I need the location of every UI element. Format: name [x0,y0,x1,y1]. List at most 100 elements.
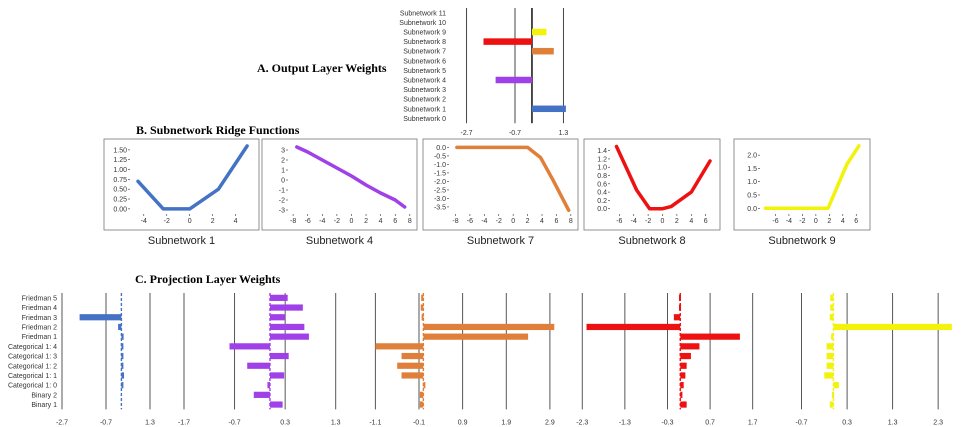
bar [423,323,555,331]
x-tick-label: -4 [141,218,147,225]
y-tick-label: 0.8 [597,173,607,180]
bar [121,333,124,340]
bar [121,372,125,379]
y-tick-label: 0.0 [747,206,757,213]
section-title-ridge-functions: B. Subnetwork Ridge Functions [136,123,300,137]
x-tick-label: 6 [554,218,558,225]
feature-label: Categorical 1: 1 [8,373,57,380]
y-tick-label: 0.5 [747,193,757,200]
projection-panel: -0.70.31.32.3Hidden Unit 9 [796,293,952,426]
ridge-caption: Subnetwork 1 [148,235,215,247]
bar [680,343,700,350]
x-tick-label: -2 [164,218,170,225]
category-label: Subnetwork 7 [403,49,446,56]
y-tick-label: 1.5 [747,166,757,173]
bar [121,343,124,350]
y-tick-label: 1.0 [597,165,607,172]
y-tick-label: 1 [281,168,285,175]
y-tick-label: 0 [281,178,285,185]
bar [829,314,834,321]
feature-label: Binary 2 [31,392,57,399]
bar [680,391,683,398]
bar [421,314,424,321]
y-tick-label: -3.5 [434,204,446,211]
bar [121,362,124,369]
bar [826,362,834,369]
series-line [614,144,712,211]
feature-label: Categorical 1: 3 [8,354,57,361]
x-tick-label: 1.3 [331,419,341,426]
bar [531,47,554,55]
category-label: Subnetwork 1 [403,106,446,113]
bar [495,76,532,84]
y-tick-label: -2.5 [434,187,446,194]
x-tick-label: -4 [481,218,487,225]
bar [375,343,424,350]
x-tick-label: 1.9 [501,419,511,426]
category-label: Subnetwork 2 [403,97,446,104]
bar [531,28,547,36]
x-tick-label: -4 [631,218,637,225]
ridge-caption: Subnetwork 9 [768,235,835,247]
y-tick-label: 1.00 [113,167,127,174]
x-tick-label: 4 [540,218,544,225]
bar [269,352,289,360]
y-tick-label: 1.50 [113,147,127,154]
bar [419,391,424,398]
x-tick-label: -8 [290,218,296,225]
y-tick-label: -2.0 [434,179,446,186]
y-tick-label: -1.0 [434,162,446,169]
y-tick-label: 0.4 [597,190,607,197]
series-line [455,145,571,213]
category-label: Subnetwork 10 [399,20,446,27]
bar [680,372,686,379]
bar [586,323,681,331]
y-tick-label: 0.50 [113,187,127,194]
x-tick-label: -6 [305,218,311,225]
bar [121,352,124,360]
x-tick-label: -2 [334,218,340,225]
y-tick-label: 0.0 [436,145,446,152]
category-label: Subnetwork 9 [403,30,446,37]
bar [421,294,424,301]
x-tick-label: -0.3 [661,419,673,426]
x-tick-label: -1.1 [369,419,381,426]
x-tick-label: -0.7 [100,419,112,426]
bar [833,382,839,389]
x-tick-label: 0 [511,218,515,225]
x-tick-label: 2 [827,218,831,225]
bar [680,362,687,369]
x-tick-label: 4 [234,218,238,225]
bar [401,352,424,360]
bar [121,382,124,389]
bar [423,382,426,389]
bar [673,314,681,321]
x-tick-label: -2.3 [576,419,588,426]
plot-frame [733,138,871,231]
feature-label: Friedman 5 [22,295,58,302]
x-tick-label: 0.9 [458,419,468,426]
bar [269,333,309,340]
x-tick-label: 0.3 [280,419,290,426]
y-tick-label: 1.25 [113,157,127,164]
bar [269,294,288,301]
bar [267,382,270,389]
bar [830,294,834,301]
bar [831,333,834,340]
x-tick-label: 2 [211,218,215,225]
bar [253,391,270,398]
feature-label: Friedman 4 [22,305,58,312]
x-tick-label: -0.1 [413,419,425,426]
bar [269,401,283,408]
x-tick-label: 8 [408,218,412,225]
y-tick-label: 1.2 [597,156,607,163]
bar [401,372,424,379]
x-tick-label: 0 [188,218,192,225]
x-tick-label: -2.7 [461,130,473,137]
bar [829,401,834,408]
x-tick-label: 4 [689,218,693,225]
y-tick-label: -1.5 [434,170,446,177]
